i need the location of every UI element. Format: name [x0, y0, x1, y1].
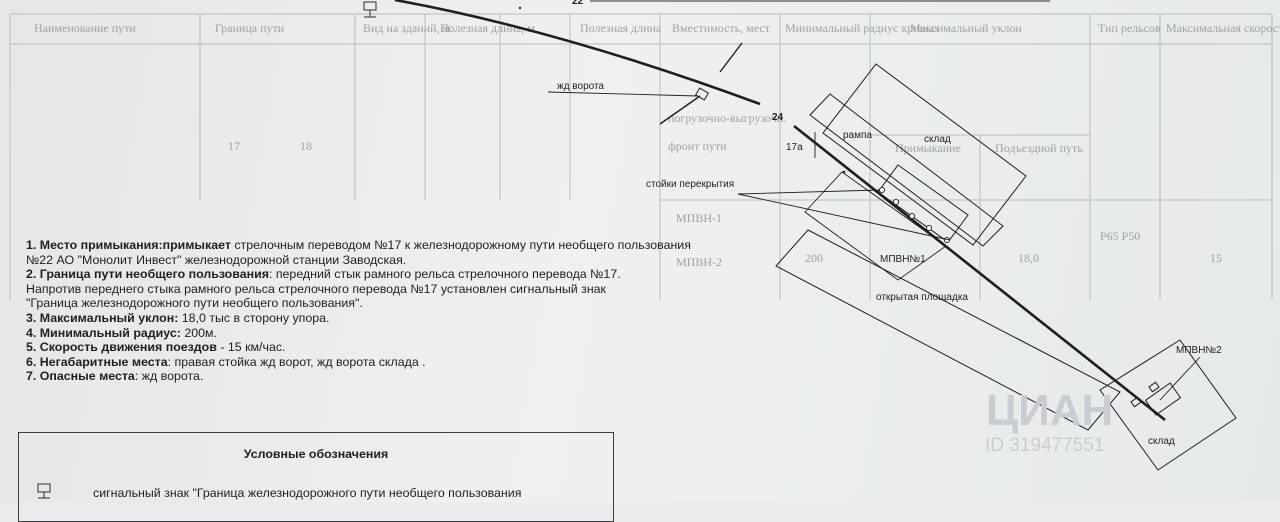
mpvn2-pointer — [1159, 356, 1201, 401]
note-heading: 3. Максимальный уклон: — [26, 310, 179, 325]
top-dot — [518, 6, 522, 10]
column-pointer-2 — [737, 193, 951, 241]
note-heading: 5. Скорость движения поездов — [26, 340, 217, 355]
faint-cell-2: 18 — [300, 139, 312, 153]
note-line: 3. Максимальный уклон: 18,0 тыс в сторон… — [26, 311, 786, 326]
faint-header-3: Вид на зданий, м — [363, 21, 451, 35]
column-pointer-dot — [842, 170, 846, 174]
warehouse-2-gate — [1144, 382, 1182, 416]
column-markers — [878, 186, 951, 244]
gate-pointer — [547, 91, 699, 97]
main-track — [394, 0, 761, 106]
mpvn2-marker — [1148, 381, 1160, 393]
faint-header-5: Полезная длина — [580, 21, 662, 35]
watermark-id: ID 319477551 — [985, 435, 1104, 456]
gate-marker — [694, 87, 710, 101]
column-4 — [925, 224, 933, 232]
note-heading: 1. Место примыкания:примыкает — [26, 238, 231, 252]
gate-label: жд ворота — [557, 81, 604, 92]
mpvn2-label: МПВН№2 — [1176, 345, 1222, 356]
switch-17a-label: 17а — [786, 142, 803, 153]
warehouse-label: склад — [924, 134, 951, 145]
legend-signal-text: сигнальный знак "Граница железнодорожног… — [93, 486, 522, 500]
warehouse-2-outline — [1099, 339, 1237, 471]
faint-cell-6: 18,0 — [1018, 251, 1039, 265]
signal-sign-icon — [363, 1, 377, 18]
faint-header-10: Максимальная скорость км/час — [1166, 21, 1280, 35]
faint-extra-1: погрузочно-выгрузочн. — [668, 111, 786, 125]
faint-header-6: Вместимость, мест — [672, 21, 771, 35]
note-text: стрелочным переводом №17 к железнодорожн… — [230, 238, 691, 252]
note-text: Напротив переднего стыка рамного рельса … — [26, 281, 606, 296]
faint-table — [9, 13, 1273, 300]
faint-cell-3: МПВН-1 — [676, 211, 722, 225]
open-area-marker — [1130, 396, 1142, 408]
track-notes: 1. Место примыкания:примыкает стрелочным… — [26, 238, 786, 384]
note-text: - 15 км/час. — [216, 340, 286, 355]
note-text: №22 АО "Монолит Инвест" железнодорожной … — [26, 252, 407, 267]
faint-cell-1: 17 — [228, 139, 240, 153]
note-line: Напротив переднего стыка рамного рельса … — [26, 282, 786, 297]
warehouse-2-label: склад — [1148, 436, 1175, 447]
faint-cell-5: 200 — [805, 251, 823, 265]
note-heading: 6. Негабаритные места — [26, 354, 168, 369]
columns-label: стойки перекрытия — [646, 179, 734, 190]
column-1 — [878, 186, 886, 194]
faint-extra-3: Примыкание — [895, 141, 961, 155]
ramp-outline — [809, 93, 1004, 247]
note-line: 7. Опасные места: жд ворота. — [26, 369, 786, 384]
note-line: 6. Негабаритные места: правая стойка жд … — [26, 355, 786, 370]
note-line: "Граница железнодорожного пути необщего … — [26, 296, 786, 311]
column-pointer-1 — [737, 189, 881, 195]
note-text: : правая стойка жд ворот, жд ворота скла… — [167, 354, 426, 369]
gate-post-upper — [719, 42, 743, 73]
faint-header-9: Тип рельсов — [1098, 21, 1161, 35]
open-area-label: открытая площадка — [876, 292, 968, 303]
note-line: 1. Место примыкания:примыкает стрелочным… — [26, 238, 786, 253]
faint-table-text: Наименование пути Граница пути Вид на зд… — [34, 21, 1280, 269]
signal-sign-icon — [37, 483, 51, 499]
note-text: 200м. — [180, 325, 217, 340]
track-plan-diagram: Наименование пути Граница пути Вид на зд… — [9, 0, 1280, 471]
column-2 — [892, 198, 900, 206]
ramp-label: рампа — [843, 130, 872, 141]
note-heading: 7. Опасные места — [26, 369, 135, 384]
faint-header-1: Наименование пути — [34, 21, 136, 35]
track-22-label: 22 — [572, 0, 584, 7]
note-text: 18,0 тыс в сторону упора. — [178, 310, 330, 325]
faint-extra-2: фронт пути — [668, 139, 727, 153]
note-line: №22 АО "Монолит Инвест" железнодорожной … — [26, 253, 786, 268]
faint-header-2: Граница пути — [215, 21, 285, 35]
faint-header-8: Максимальный уклон — [910, 21, 1022, 35]
note-text: : передний стык рамного рельса стрелочно… — [268, 267, 621, 282]
note-line: 2. Граница пути необщего пользования: пе… — [26, 267, 786, 282]
watermark-brand: ЦИАН — [986, 386, 1113, 435]
note-heading: 2. Граница пути необщего пользования — [26, 267, 269, 282]
faint-cell-4: МПВН-2 — [676, 255, 722, 269]
note-line: 4. Минимальный радиус: 200м. — [26, 326, 786, 341]
open-area-outline — [775, 229, 1121, 431]
note-text: "Граница железнодорожного пути необщего … — [26, 296, 363, 311]
note-line: 5. Скорость движения поездов - 15 км/час… — [26, 340, 786, 355]
mpvn1-label: МПВН№1 — [880, 254, 926, 265]
faint-cell-7: Р65 Р50 — [1100, 229, 1140, 243]
warehouse-building — [822, 63, 1027, 246]
faint-header-7: Минимальный радиус кривых — [785, 21, 939, 35]
note-text: : жд ворота. — [134, 369, 204, 384]
column-3 — [908, 212, 916, 220]
watermark: ЦИАН ID 319477551 — [985, 386, 1113, 456]
faint-extra-4: Подъездной путь — [995, 141, 1083, 155]
canopy-inner — [804, 171, 947, 281]
faint-cell-8: 15 — [1210, 251, 1222, 265]
legend-title: Условные обозначения — [243, 447, 389, 461]
note-heading: 4. Минимальный радиус: — [26, 325, 181, 340]
track-24-label: 24 — [772, 112, 784, 123]
gate-post-lower — [659, 95, 701, 125]
legend-box: Условные обозначения сигнальный знак "Гр… — [18, 432, 614, 522]
branch-track — [793, 124, 1166, 422]
